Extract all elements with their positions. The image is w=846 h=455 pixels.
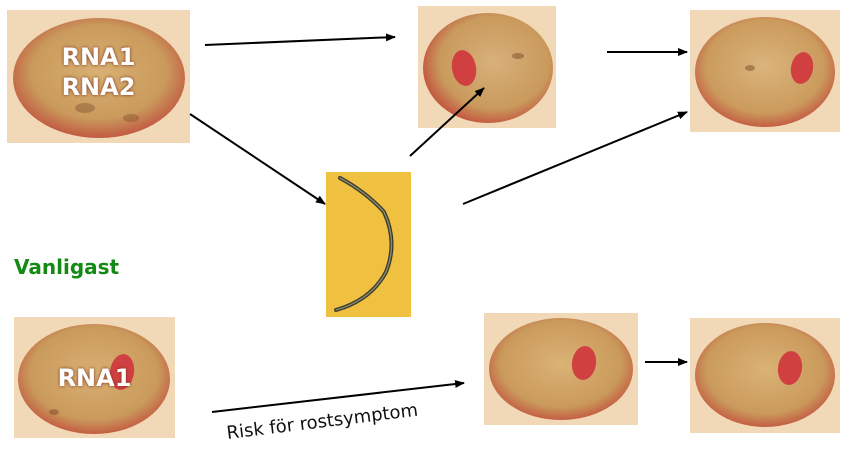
arrow-rna12-to-nematode — [190, 114, 325, 204]
arrow-nematode-to-infected — [410, 88, 484, 156]
arrow-nematode-to-symptom — [463, 112, 687, 204]
arrow-rna12-to-infected — [205, 37, 395, 45]
arrow-rna1-to-risk — [212, 383, 464, 412]
